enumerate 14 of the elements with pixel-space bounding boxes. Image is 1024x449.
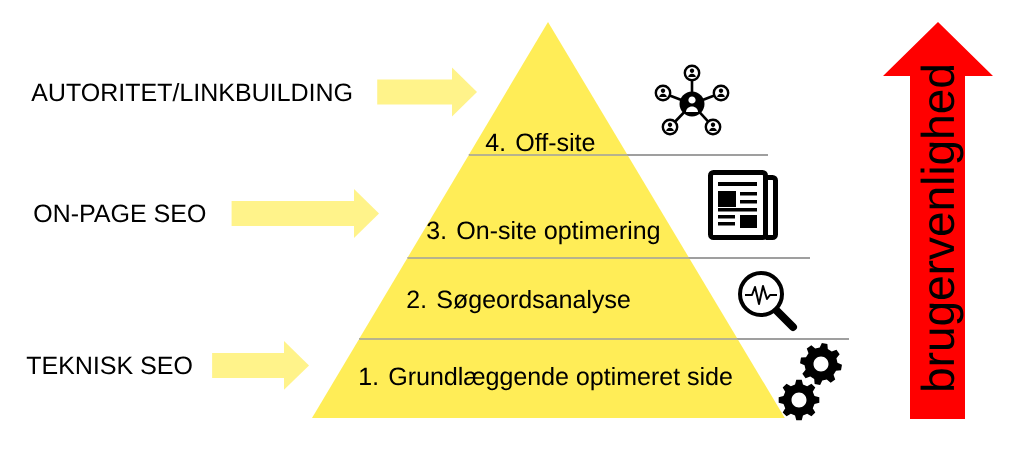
- block-arrow: [231, 188, 379, 238]
- block-arrow: [377, 67, 477, 117]
- node-label: 1. Grundlæggende optimeret side: [360, 366, 732, 391]
- text-label: AUTORITET/LINKBUILDING: [31, 82, 352, 102]
- pyramid-tier: 2. Søgeordsanalyse: [359, 258, 738, 339]
- pyramid-tier: 4. Off-site: [469, 22, 628, 155]
- pyramid-tier: 3. On-site optimering: [407, 155, 689, 258]
- node-label: 4. Off-site: [485, 132, 595, 152]
- block-arrow: [212, 340, 309, 390]
- pyramid-tier: 1. Grundlæggende optimeret side: [312, 339, 785, 418]
- text-label: TEKNISK SEO: [26, 356, 192, 375]
- node-label: 2. Søgeordsanalyse: [407, 289, 630, 314]
- text-label: ON-PAGE SEO: [34, 204, 206, 223]
- node-label: 3. On-site optimering: [427, 220, 659, 245]
